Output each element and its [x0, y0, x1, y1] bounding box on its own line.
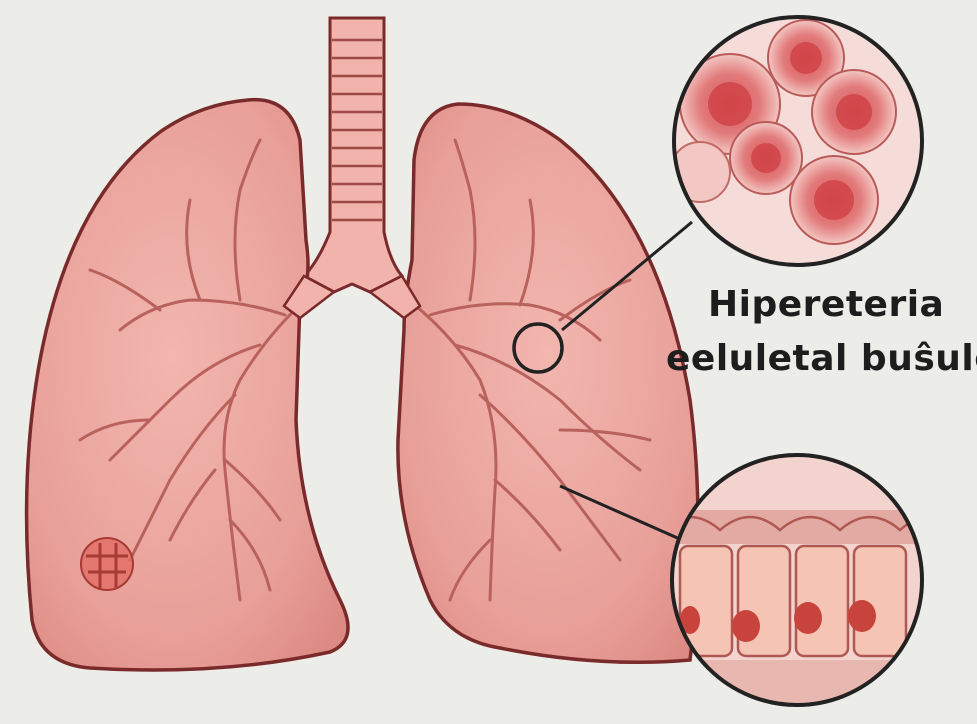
left-lung	[27, 100, 348, 670]
annotation-title: Hipereteria	[708, 284, 944, 325]
trachea	[304, 18, 402, 292]
tissue-inset	[660, 455, 950, 720]
lesion	[81, 538, 133, 590]
right-lung	[398, 104, 698, 662]
annotation-subtitle: eeluletal buŝule	[666, 338, 977, 379]
cells-inset	[670, 17, 922, 265]
